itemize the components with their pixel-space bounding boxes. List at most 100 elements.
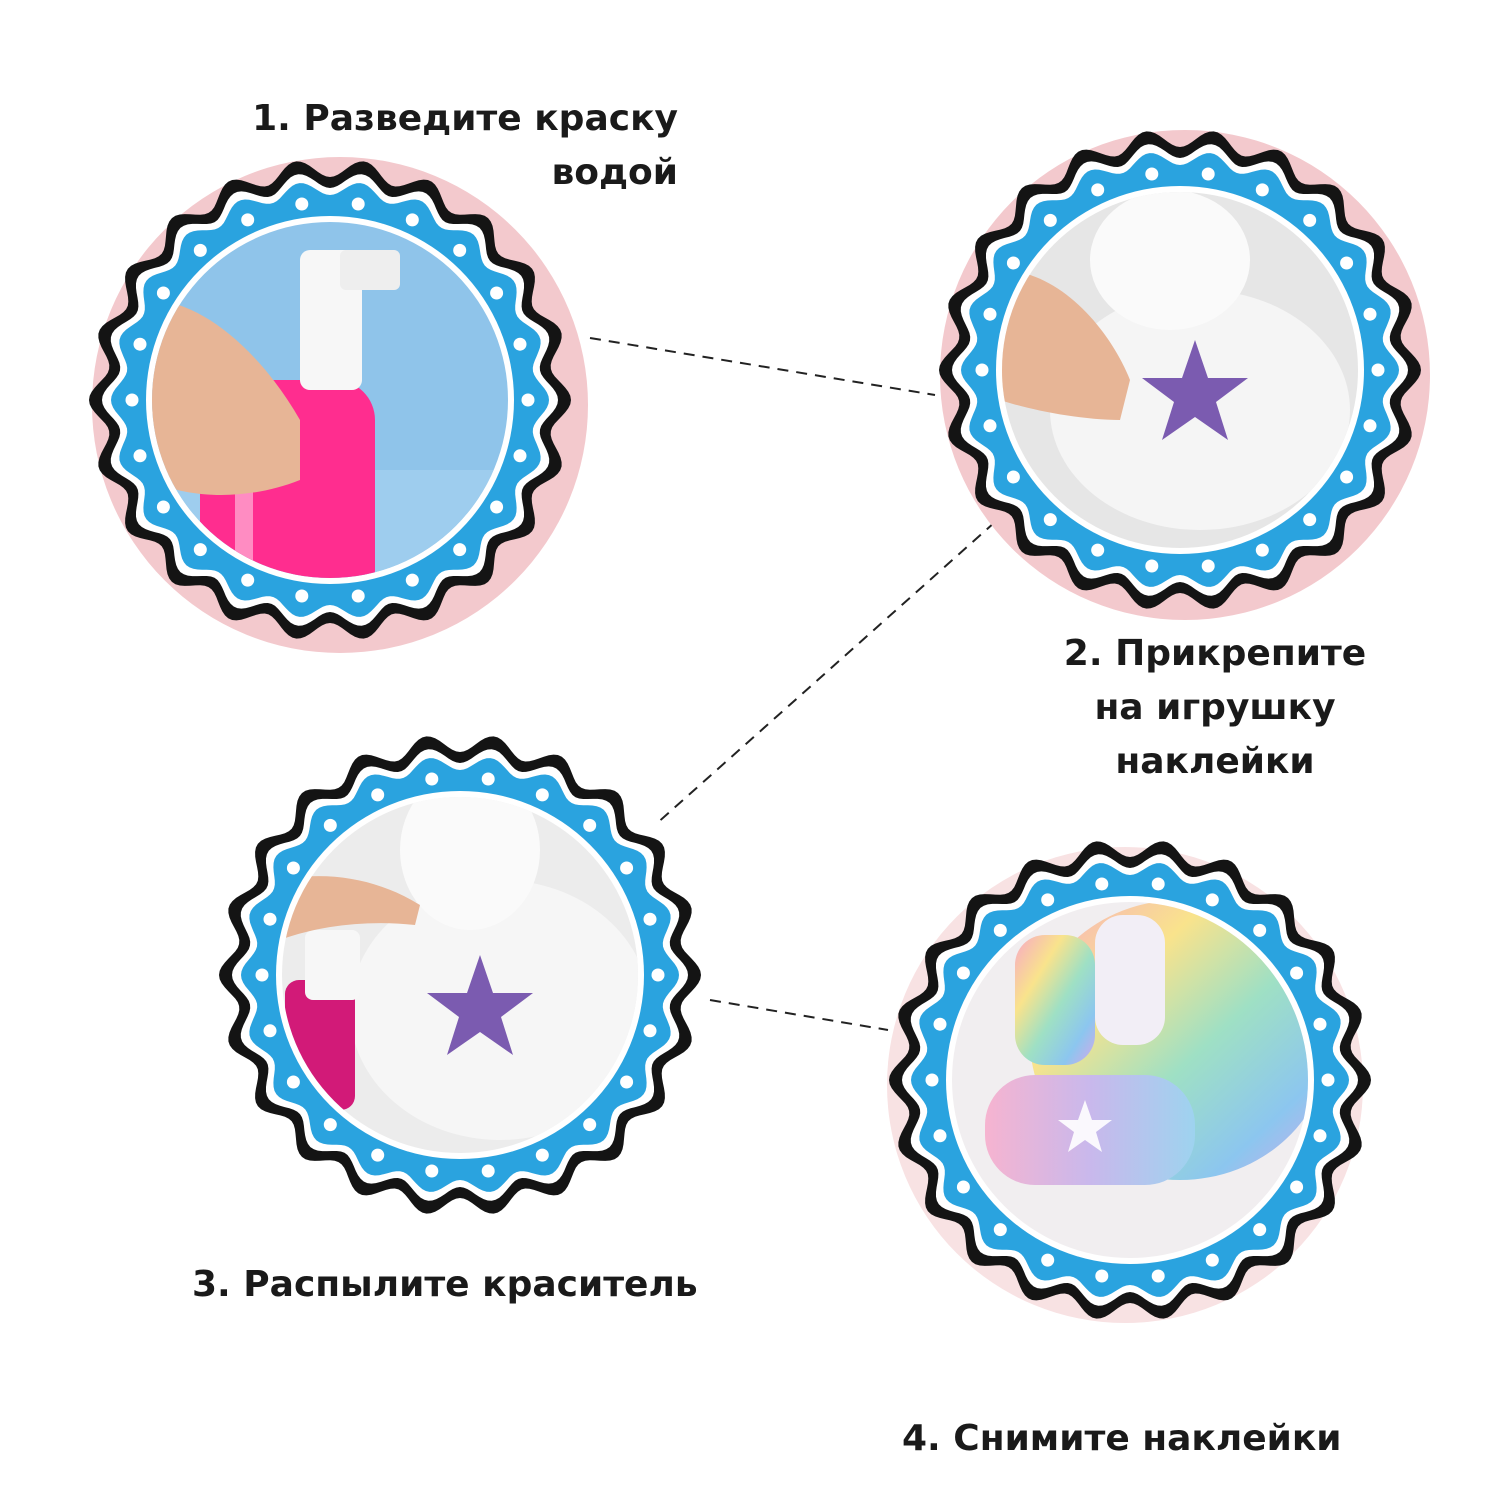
spray-bottle-photo xyxy=(152,222,508,578)
frame-dot xyxy=(286,1075,300,1089)
step-4-caption: 4. Снимите наклейки xyxy=(902,1412,1342,1466)
frame-dot xyxy=(1145,559,1159,573)
frame-dot xyxy=(643,1024,657,1038)
step-1-line-1: 1. Разведите краску xyxy=(252,98,678,139)
frame-dot xyxy=(156,286,170,300)
frame-dot xyxy=(1255,543,1269,557)
frame-dot xyxy=(1201,559,1215,573)
frame-dot xyxy=(1095,877,1109,891)
frame-dot xyxy=(241,573,255,587)
step-3-line-1: 3. Распылите краситель xyxy=(192,1264,698,1305)
frame-dot xyxy=(425,772,439,786)
frame-dot xyxy=(993,923,1007,937)
frame-dot xyxy=(1041,1253,1055,1267)
frame-dot xyxy=(643,912,657,926)
frame-dot xyxy=(1255,183,1269,197)
frame-dot xyxy=(286,861,300,875)
step-4-line-1: 4. Снимите наклейки xyxy=(902,1418,1342,1459)
star-sticker-icon xyxy=(427,955,533,1055)
frame-dot xyxy=(490,500,504,514)
tie-dye-result-photo xyxy=(952,902,1308,1258)
frame-dot xyxy=(983,307,997,321)
frame-dot xyxy=(323,818,337,832)
frame-dot xyxy=(620,861,634,875)
star-sticker-icon xyxy=(1142,340,1248,440)
frame-dot xyxy=(521,393,535,407)
frame-dot xyxy=(351,589,365,603)
frame-dot xyxy=(1340,256,1354,270)
frame-dot xyxy=(1145,167,1159,181)
frame-dot xyxy=(1340,470,1354,484)
frame-dot xyxy=(1205,893,1219,907)
frame-dot xyxy=(535,1148,549,1162)
frame-dot xyxy=(933,1017,947,1031)
step-2-line-3: наклейки xyxy=(1115,741,1315,782)
frame-dot xyxy=(1201,167,1215,181)
frame-dot xyxy=(405,213,419,227)
frame-dot xyxy=(1095,1269,1109,1283)
frame-dot xyxy=(1253,1223,1267,1237)
frame-dot xyxy=(255,968,269,982)
frame-dot xyxy=(156,500,170,514)
frame-dot xyxy=(513,449,527,463)
frame-dot xyxy=(193,243,207,257)
frame-dot xyxy=(1006,470,1020,484)
frame-dot xyxy=(1313,1017,1327,1031)
frame-dot xyxy=(1303,513,1317,527)
frame-dot xyxy=(1091,183,1105,197)
frame-dot xyxy=(1321,1073,1335,1087)
frame-dot xyxy=(620,1075,634,1089)
frame-dot xyxy=(193,543,207,557)
frame-dot xyxy=(1290,1180,1304,1194)
frame-dot xyxy=(263,912,277,926)
frame-dot xyxy=(490,286,504,300)
frame-dot xyxy=(583,1118,597,1132)
frame-dot xyxy=(1363,307,1377,321)
frame-dot xyxy=(583,818,597,832)
step-2-line-2: на игрушку xyxy=(1094,687,1336,728)
frame-dot xyxy=(1290,966,1304,980)
frame-dot xyxy=(1371,363,1385,377)
step-2-line-1: 2. Прикрепите xyxy=(1063,633,1367,674)
step-2-badge xyxy=(939,130,1430,620)
step-3-caption: 3. Распылите краситель xyxy=(192,1258,698,1312)
frame-dot xyxy=(1205,1253,1219,1267)
frame-dot xyxy=(371,788,385,802)
frame-dot xyxy=(956,966,970,980)
frame-dot xyxy=(925,1073,939,1087)
step-1-badge xyxy=(89,157,588,653)
frame-dot xyxy=(1303,213,1317,227)
frame-dot xyxy=(1043,213,1057,227)
frame-dot xyxy=(513,337,527,351)
frame-dot xyxy=(1006,256,1020,270)
frame-dot xyxy=(133,337,147,351)
frame-dot xyxy=(481,772,495,786)
frame-dot xyxy=(405,573,419,587)
frame-dot xyxy=(425,1164,439,1178)
frame-dot xyxy=(1253,923,1267,937)
frame-dot xyxy=(983,419,997,433)
step-2-caption: 2. Прикрепите на игрушку наклейки xyxy=(1030,627,1400,789)
frame-dot xyxy=(651,968,665,982)
connector-1-2 xyxy=(589,337,936,396)
spray-dye-photo xyxy=(282,797,638,1153)
frame-dot xyxy=(1151,1269,1165,1283)
frame-dot xyxy=(975,363,989,377)
frame-dot xyxy=(241,213,255,227)
frame-dot xyxy=(453,543,467,557)
step-4-badge xyxy=(887,841,1371,1323)
frame-dot xyxy=(295,197,309,211)
step-1-line-2: водой xyxy=(551,152,678,193)
frame-dot xyxy=(1151,877,1165,891)
frame-dot xyxy=(1363,419,1377,433)
white-star-mark-icon xyxy=(1058,1100,1112,1152)
frame-dot xyxy=(535,788,549,802)
frame-dot xyxy=(993,1223,1007,1237)
frame-dot xyxy=(323,1118,337,1132)
frame-dot xyxy=(133,449,147,463)
frame-dot xyxy=(1091,543,1105,557)
frame-dot xyxy=(453,243,467,257)
dashed-connectors xyxy=(589,337,996,1031)
step-3-badge xyxy=(219,736,701,1214)
